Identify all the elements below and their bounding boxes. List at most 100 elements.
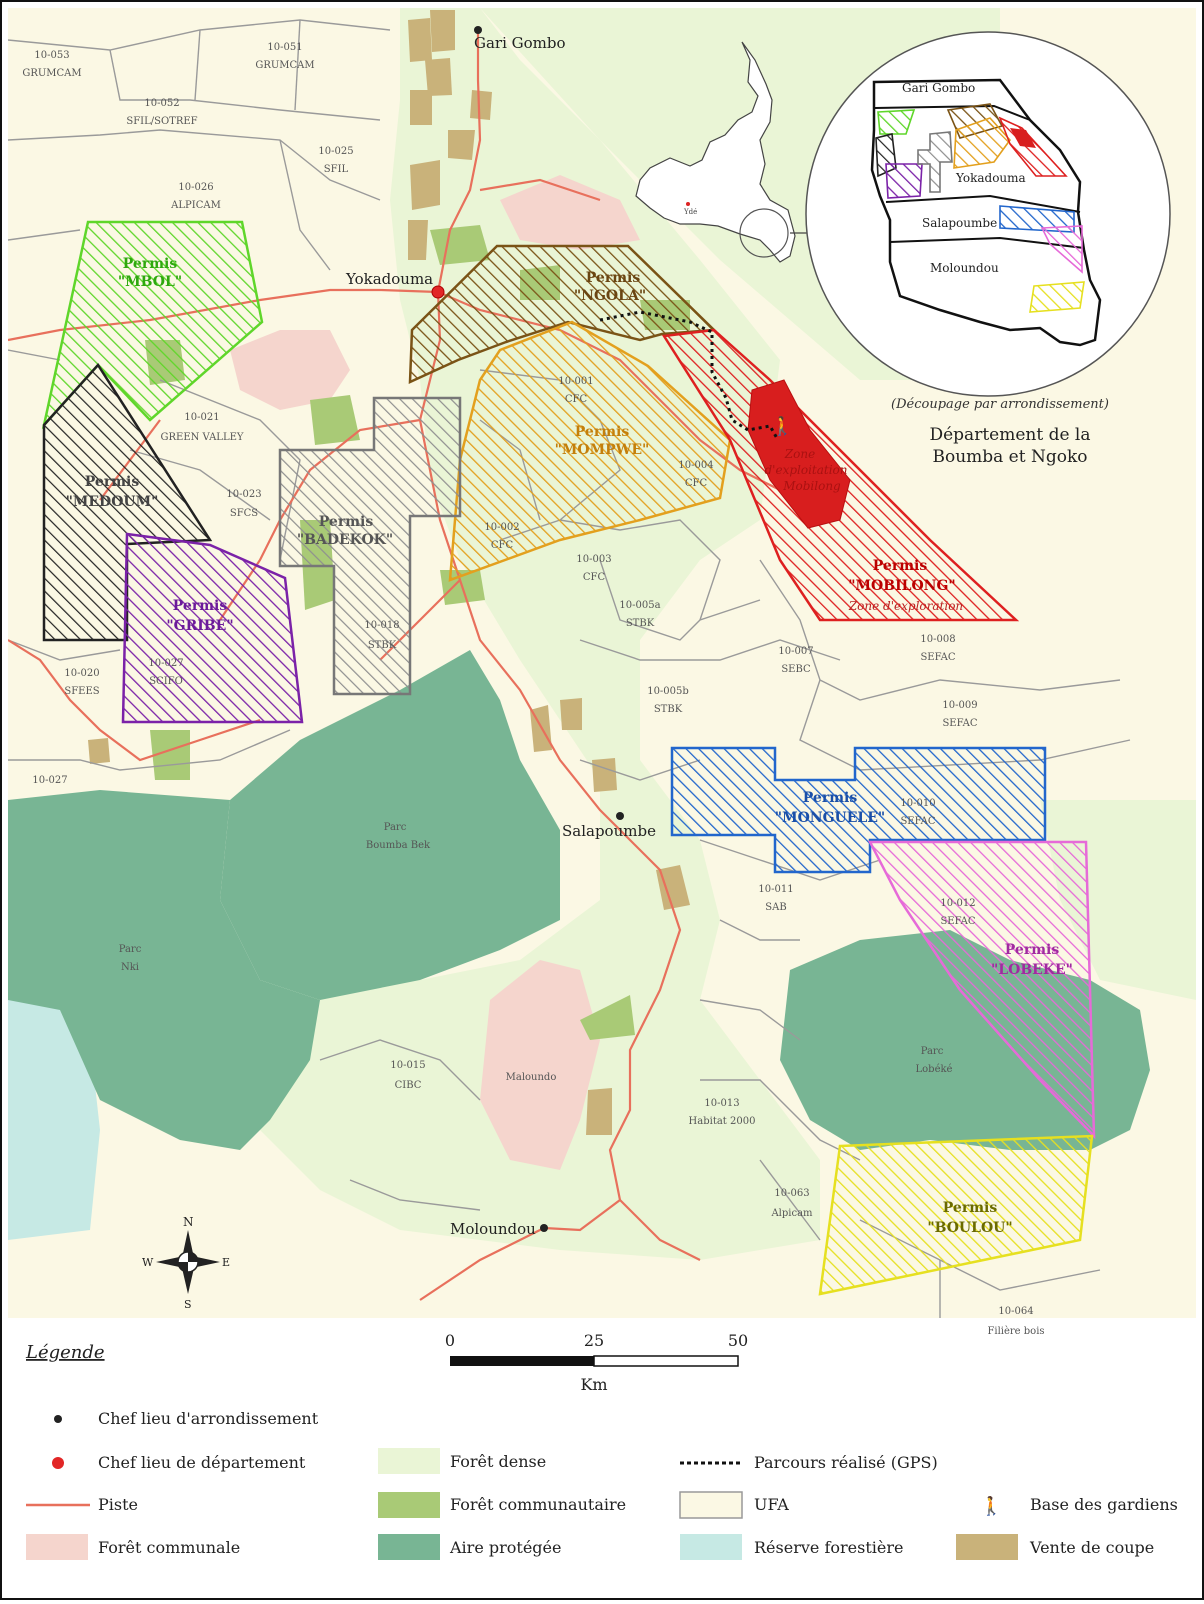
exploitation-zone-l2: d'exploitation	[764, 463, 847, 477]
ufa-code: 10-001	[558, 376, 593, 387]
permit-labels: Permis "MBOL" Permis "NGOLA" Permis "MOM…	[66, 256, 1073, 1236]
scale-unit: Km	[580, 1375, 607, 1394]
legend-symbol-guard-base: 🚶	[980, 1495, 1002, 1517]
inset-district-yokadouma: Yokadouma	[955, 171, 1026, 185]
town-salapoumbe: Salapoumbe	[562, 822, 656, 840]
exploitation-zone-l1: Zone	[784, 447, 815, 461]
permit-lobeke-word: Permis	[1005, 942, 1060, 958]
towns: Gari Gombo Yokadouma Salapoumbe Moloundo…	[345, 26, 656, 1238]
legend-dept-capital: Chef lieu de département	[98, 1453, 306, 1472]
ufa-name: SEFAC	[900, 816, 935, 827]
ufa-name: CFC	[565, 394, 588, 405]
ufa-code: 10-008	[920, 634, 955, 645]
compass-n: N	[183, 1215, 194, 1229]
inset-dept-title-2: Boumba et Ngoko	[932, 447, 1087, 467]
ufa-code: 10-015	[390, 1060, 425, 1071]
legend-gps-route: Parcours réalisé (GPS)	[754, 1453, 938, 1472]
legend-track: Piste	[98, 1495, 138, 1514]
permit-monguele-word: Permis	[803, 790, 858, 806]
ufa-code: 10-002	[484, 522, 519, 533]
park-boumba-bek-label-2: Boumba Bek	[366, 840, 431, 851]
ufa-code: 10-005a	[619, 600, 660, 611]
legend-guard-base: Base des gardiens	[1030, 1495, 1178, 1514]
inset-district-moloundou: Moloundou	[930, 261, 999, 275]
ufa-name: STBK	[654, 704, 683, 715]
legend-symbol-dense-forest	[378, 1448, 440, 1474]
maloundo-label: Maloundo	[506, 1072, 557, 1083]
ufa-name: GRUMCAM	[22, 68, 81, 79]
permit-ngola-area	[408, 244, 717, 384]
ufa-code: 10-007	[778, 646, 813, 657]
inset-district-gari-gombo: Gari Gombo	[902, 81, 975, 95]
permit-gribe-area	[121, 532, 304, 724]
ufa-name: Habitat 2000	[689, 1116, 756, 1127]
ufa-code: 10-012	[940, 898, 975, 909]
permit-mobilong-word: Permis	[873, 558, 928, 574]
legend-ufa: UFA	[754, 1495, 789, 1514]
ufa-name: Filière bois	[987, 1326, 1044, 1337]
compass-w: W	[142, 1256, 154, 1269]
ufa-code: 10-010	[900, 798, 935, 809]
legend-dense-forest: Forêt dense	[450, 1452, 546, 1471]
ufa-name: SEFAC	[942, 718, 977, 729]
permit-boulou-name: "BOULOU"	[927, 1220, 1012, 1236]
park-lobeke-label-2: Lobéké	[916, 1064, 953, 1075]
ufa-name: SFIL	[324, 164, 349, 175]
ufa-name: CFC	[685, 478, 708, 489]
permit-badekok-name: "BADEKOK"	[297, 532, 393, 548]
ufa-name: CFC	[491, 540, 514, 551]
communal-forest-2	[230, 330, 350, 410]
ufa-code: 10-063	[774, 1188, 809, 1199]
permit-mompwe-word: Permis	[575, 424, 630, 440]
park-boumba-bek-area	[220, 650, 560, 1000]
permit-mbol-name: "MBOL"	[118, 274, 182, 290]
town-moloundou: Moloundou	[450, 1220, 536, 1238]
inset-district-caption: (Découpage par arrondissement)	[891, 397, 1109, 412]
mobilong-exploitation-zone	[747, 379, 851, 529]
town-yokadouma: Yokadouma	[345, 270, 433, 288]
legend-district-capital: Chef lieu d'arrondissement	[98, 1409, 319, 1428]
town-dot-moloundou	[540, 1224, 548, 1232]
legend: Légende Chef lieu d'arrondissement Chef …	[25, 1342, 1178, 1560]
ufa-code: 10-023	[226, 489, 261, 500]
legend-symbol-protected-area	[378, 1534, 440, 1560]
communal-forest-maloundo	[480, 960, 600, 1170]
ufa-code: 10-051	[267, 42, 302, 53]
ufa-code: 10-064	[998, 1306, 1033, 1317]
ufa-name: STBK	[626, 618, 655, 629]
permit-ngola-name: "NGOLA"	[574, 288, 646, 304]
legend-symbol-communal-forest	[26, 1534, 88, 1560]
cameroon-capital-dot	[686, 202, 690, 206]
ufa-name: SAB	[765, 902, 786, 913]
ufa-code: 10-018	[364, 620, 399, 631]
legend-symbol-ufa	[679, 1491, 743, 1519]
park-lobeke-label-1: Parc	[921, 1046, 944, 1057]
legend-symbol-district-capital	[54, 1415, 62, 1423]
ufa-code: 10-021	[184, 412, 219, 423]
legend-communal-forest: Forêt communale	[98, 1538, 240, 1557]
legend-symbol-community-forest	[378, 1492, 440, 1518]
town-gari-gombo: Gari Gombo	[474, 34, 566, 52]
guard-base-icon: 🚶	[771, 415, 793, 437]
permit-badekok-area	[278, 396, 462, 696]
ufa-code: 10-025	[318, 146, 353, 157]
ufa-code: 10-011	[758, 884, 793, 895]
park-boumba-bek-label-1: Parc	[384, 822, 407, 833]
compass-s: S	[184, 1298, 192, 1311]
legend-symbol-dept-capital	[52, 1457, 64, 1469]
permit-badekok-word: Permis	[319, 514, 374, 530]
ufa-name: SEFAC	[940, 916, 975, 927]
permit-lobeke-area	[867, 840, 1096, 1140]
town-dot-gari-gombo	[474, 26, 482, 34]
ufa-labels: 10-053 GRUMCAM 10-051 GRUMCAM 10-052 SFI…	[22, 42, 1044, 1337]
forest-reserve-area	[8, 990, 100, 1240]
ufa-code: 10-004	[678, 460, 713, 471]
compass-rose: N S W E	[142, 1215, 230, 1311]
ufa-code: 10-053	[34, 50, 69, 61]
legend-reserve: Réserve forestière	[754, 1538, 903, 1557]
ufa-code: 10-052	[144, 98, 179, 109]
permit-lobeke-name: "LOBEKE"	[991, 962, 1073, 978]
communal-forest-1	[500, 175, 640, 250]
